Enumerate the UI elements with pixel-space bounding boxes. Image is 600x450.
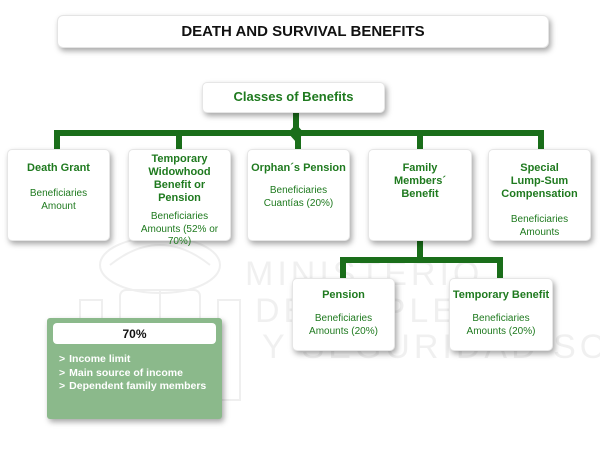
orphans-pension-detail-2: Cuantías (20%)	[263, 197, 334, 209]
bullet-arrow-icon: >	[59, 366, 66, 379]
widowhood-title-line-1: Temporary	[151, 153, 208, 165]
classes-of-benefits-box: Classes of Benefits	[202, 82, 385, 113]
panel-heading: 70%	[53, 323, 216, 344]
page-title: DEATH AND SURVIVAL BENEFITS	[57, 15, 549, 48]
orphans-pension-title: Orphan´s Pension	[251, 162, 346, 174]
condition-dependents: Dependent family members	[69, 380, 207, 392]
family-benefit-title-line-3: Benefit	[401, 188, 439, 200]
family-benefit-title-line-2: Members´	[394, 175, 446, 187]
lump-sum-title-line-1: Special	[520, 162, 559, 174]
junction-diamond-icon	[288, 124, 304, 142]
death-grant-detail-2: Amount	[41, 200, 76, 212]
income-conditions-panel: 70% >Income limit >Main source of income…	[47, 318, 222, 419]
family-pension-title: Pension	[322, 289, 365, 301]
condition-item: >Dependent family members	[59, 380, 206, 394]
widowhood-title-line-2: Widowhood	[148, 166, 211, 178]
family-pension-detail-2: Amounts (20%)	[309, 325, 378, 337]
widowhood-title-line-3: Benefit or	[153, 179, 206, 191]
condition-list: >Income limit >Main source of income >De…	[59, 353, 206, 394]
lump-sum-compensation-box: Special Lump-Sum Compensation Beneficiar…	[488, 149, 591, 241]
widowhood-detail-2: Amounts (52% or 70%)	[140, 223, 219, 248]
condition-item: >Income limit	[59, 353, 206, 367]
widowhood-benefit-box: Temporary Widowhood Benefit or Pension B…	[128, 149, 231, 247]
lump-sum-detail-1: Beneficiaries	[510, 214, 569, 225]
temporary-benefit-detail-1: Beneficiaries	[472, 313, 530, 324]
family-members-benefit-box: Family Members´ Benefit	[368, 149, 472, 241]
family-pension-box: Pension Beneficiaries Amounts (20%)	[292, 278, 395, 351]
condition-main-source: Main source of income	[69, 366, 183, 379]
lump-sum-detail-2: Amounts	[519, 226, 560, 238]
bullet-arrow-icon: >	[59, 353, 66, 365]
orphans-pension-detail-1: Beneficiaries	[269, 185, 328, 196]
death-grant-box: Death Grant Beneficiaries Amount	[7, 149, 110, 241]
condition-item: >Main source of income	[59, 367, 206, 381]
family-pension-detail-1: Beneficiaries	[314, 313, 373, 324]
temporary-benefit-title: Temporary Benefit	[452, 289, 550, 301]
bullet-arrow-icon: >	[59, 380, 66, 392]
family-benefit-title-line-1: Family	[402, 162, 438, 174]
death-grant-title: Death Grant	[27, 162, 90, 174]
temporary-benefit-box: Temporary Benefit Beneficiaries Amounts …	[449, 278, 553, 351]
death-grant-detail-1: Beneficiaries	[29, 188, 88, 199]
lump-sum-title-line-2: Lump-Sum	[510, 175, 569, 187]
widowhood-title-line-4: Pension	[158, 192, 201, 204]
lump-sum-title-line-3: Compensation	[501, 188, 578, 200]
temporary-benefit-detail-2: Amounts (20%)	[466, 325, 536, 337]
widowhood-detail-1: Beneficiaries	[150, 211, 209, 222]
condition-income-limit: Income limit	[69, 353, 131, 365]
orphans-pension-box: Orphan´s Pension Beneficiaries Cuantías …	[247, 149, 350, 241]
